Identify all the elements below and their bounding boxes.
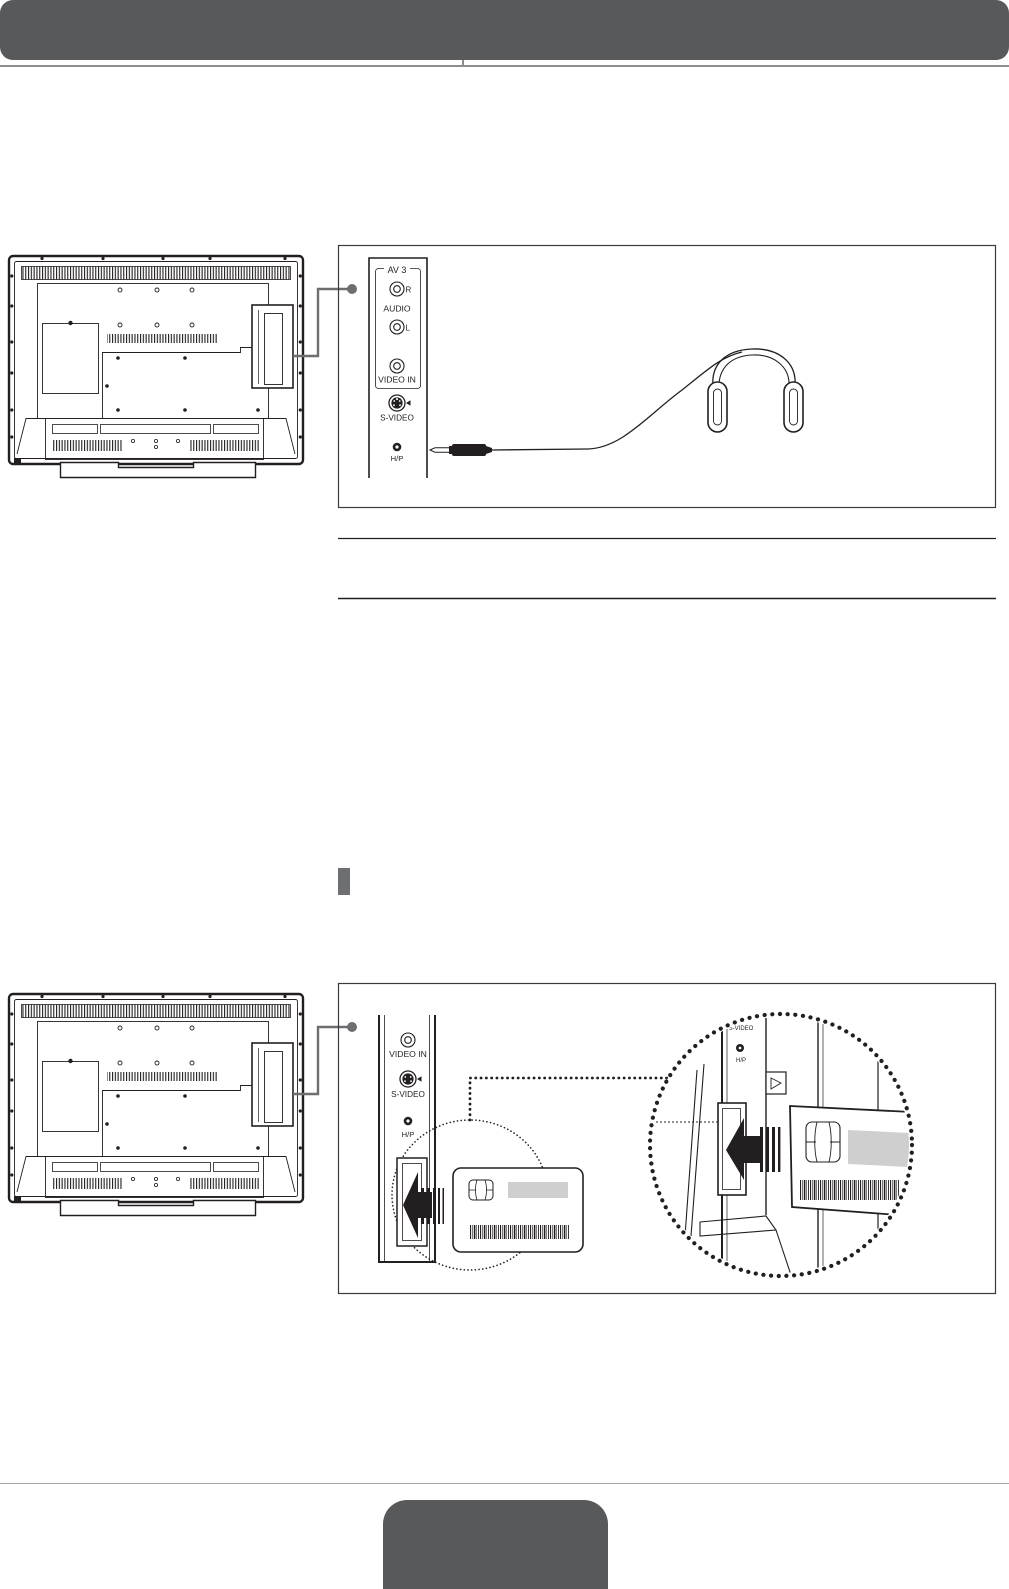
zoom-smart-card-icon	[789, 1105, 909, 1217]
page-header-bar	[0, 0, 1009, 60]
figure2-callout-box: VIDEO IN S-VIDEO H/P	[337, 982, 997, 1295]
zoom-insert-arrow-icon	[726, 1118, 760, 1180]
detail-circle-large	[647, 1011, 915, 1279]
headphone-jack-label: H/P	[391, 454, 404, 463]
av3-side-panel	[368, 257, 428, 478]
av3-group-frame	[375, 268, 421, 389]
zoom-headphone-jack	[736, 1044, 744, 1052]
s-video-jack	[388, 394, 411, 412]
headphone-plug-icon	[428, 444, 492, 456]
card-barcode	[470, 1225, 570, 1239]
zoom-headphone-jack-label: H/P	[736, 1058, 746, 1064]
headphone-jack-label-figure2: H/P	[402, 1130, 415, 1139]
audio-left-jack	[389, 319, 405, 335]
figure1-frame	[337, 244, 997, 509]
card-label-area	[508, 1182, 568, 1198]
headphone-jack	[392, 442, 402, 452]
zoom-s-video-label: S-VIDEO	[729, 1026, 754, 1032]
s-video-jack-figure2	[399, 1070, 422, 1088]
s-video-label: S-VIDEO	[380, 414, 414, 423]
zoom-bottom-ledge	[699, 1215, 797, 1273]
video-in-jack-figure2	[400, 1032, 416, 1048]
headphones-icon	[707, 348, 804, 433]
video-in-jack	[389, 358, 405, 374]
header-rule	[0, 65, 1009, 67]
zoom-side-edge	[683, 1063, 705, 1251]
figure1-callout-box: AV 3 R AUDIO L VIDEO IN S-VID	[337, 244, 997, 509]
zoom-card-motion-stripes	[760, 1127, 781, 1172]
tv-rear-view-figure2	[7, 992, 359, 1217]
footer-rule	[0, 1483, 1009, 1484]
audio-label: AUDIO	[383, 304, 411, 314]
figure2-frame	[337, 982, 997, 1295]
zoom-usb-port	[765, 1071, 787, 1095]
headphone-cable	[491, 351, 743, 451]
detail-zoom-view: S-VIDEO H/P	[653, 1017, 909, 1273]
video-in-label: VIDEO IN	[378, 375, 416, 385]
video-in-label-figure2: VIDEO IN	[389, 1049, 427, 1059]
smart-card-icon	[452, 1167, 584, 1253]
s-video-label-figure2: S-VIDEO	[391, 1090, 425, 1099]
av3-label-background	[384, 264, 410, 275]
insert-arrow-icon	[403, 1172, 432, 1238]
audio-left-label: L	[406, 324, 411, 333]
headphone-jack-figure2	[403, 1116, 413, 1126]
audio-right-jack	[389, 281, 405, 297]
tv-rear-view-figure1	[7, 254, 359, 479]
detail-connector-dotted	[468, 1076, 670, 1122]
footer-page-tab	[383, 1500, 608, 1589]
audio-right-label: R	[406, 286, 412, 295]
av3-group-label: AV 3	[388, 265, 407, 275]
section-marker	[338, 868, 350, 895]
header-tick-mark	[462, 60, 464, 66]
